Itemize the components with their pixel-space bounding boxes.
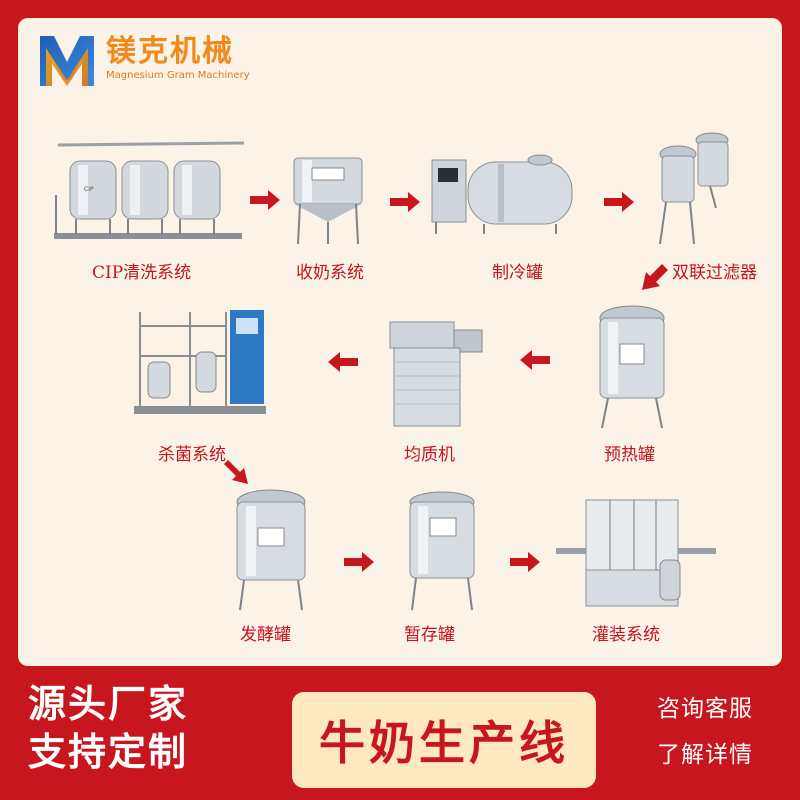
arrow-left-icon xyxy=(328,352,358,372)
brand-name-en: Magnesium Gram Machinery xyxy=(106,70,250,81)
step-label-sterilization: 杀菌系统 xyxy=(158,445,226,465)
slogan-line-2: 支持定制 xyxy=(28,730,189,774)
step-label-preheating: 预热罐 xyxy=(604,445,655,465)
step-label-cooling: 制冷罐 xyxy=(492,263,543,283)
step-label-cip: CIP清洗系统 xyxy=(92,263,192,283)
step-label-homogenizer: 均质机 xyxy=(404,445,455,465)
preheating-tank xyxy=(599,305,665,429)
brand-name-cn: 镁克机械 xyxy=(106,34,234,69)
arrow-right-icon xyxy=(390,192,420,212)
step-label-filter: 双联过滤器 xyxy=(672,263,757,283)
slogan-line-1: 源头厂家 xyxy=(28,682,189,726)
product-title-box: 牛奶生产线 xyxy=(292,692,596,788)
arrow-down-right-icon xyxy=(224,460,248,484)
arrow-down-left-icon xyxy=(642,264,668,290)
holding-tank xyxy=(409,491,475,611)
arrow-right-icon xyxy=(604,192,634,212)
factory-slogan: 源头厂家 支持定制 xyxy=(0,680,230,776)
arrow-left-icon xyxy=(520,350,550,370)
arrow-right-icon xyxy=(250,190,280,210)
fermentation-tank xyxy=(236,489,306,611)
sterilization-system xyxy=(134,310,266,414)
contact-cta[interactable]: 咨询客服 了解详情 xyxy=(620,686,790,778)
step-label-filling: 灌装系统 xyxy=(592,625,660,645)
duplex-filter xyxy=(659,132,729,245)
contact-line-1[interactable]: 咨询客服 xyxy=(657,696,753,722)
contact-line-2[interactable]: 了解详情 xyxy=(657,742,753,768)
homogenizer xyxy=(389,321,483,427)
filling-system xyxy=(556,499,716,607)
milk-reception-tank xyxy=(293,157,363,245)
step-label-reception: 收奶系统 xyxy=(296,263,364,283)
cip-tag: CIP xyxy=(84,186,94,193)
arrow-right-icon xyxy=(510,552,540,572)
cip-cleaning-machine: CIP xyxy=(54,141,245,239)
step-label-holding: 暂存罐 xyxy=(404,625,455,645)
step-label-fermentation: 发酵罐 xyxy=(240,625,291,645)
arrow-right-icon xyxy=(344,552,374,572)
logo-mark-icon xyxy=(40,36,94,86)
brand-logo: 镁克机械 Magnesium Gram Machinery xyxy=(36,28,250,90)
cooling-tank xyxy=(431,154,573,234)
product-title: 牛奶生产线 xyxy=(319,716,569,770)
